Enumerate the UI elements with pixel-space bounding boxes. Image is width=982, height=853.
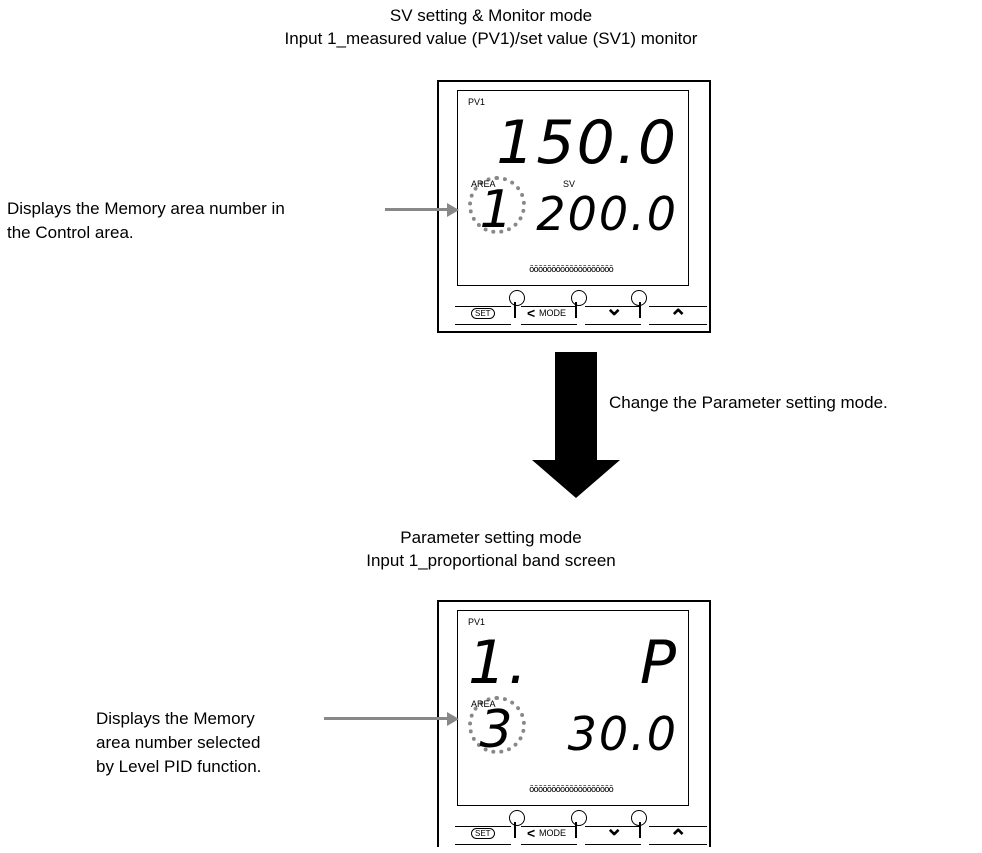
mode-shift-key[interactable]: < MODE (521, 825, 577, 853)
controller-panel-bottom: PV1 1. P AREA 3 30.0 ōōōōōōōōōōōōōōōōōōō… (437, 600, 711, 850)
area-highlight-ring (468, 176, 526, 234)
key-separator (514, 822, 516, 838)
transition-text: Change the Parameter setting mode. (609, 393, 888, 412)
pv1-label: PV1 (468, 617, 486, 627)
transition-arrow-head (532, 460, 620, 498)
key-base-line (455, 324, 511, 325)
mode-key-label: MODE (539, 828, 566, 838)
up-key[interactable]: ⌃ (649, 825, 707, 853)
key-separator (575, 302, 577, 318)
bottom-mode-title: Parameter setting mode (400, 528, 582, 547)
left-shift-icon: < (527, 825, 536, 841)
lcd-display-top: PV1 150.0 AREA 1 SV 200.0 ōōōōōōōōōōōōōō… (457, 90, 689, 286)
area-label: AREA (471, 699, 496, 709)
up-key[interactable]: ⌃ (649, 305, 707, 333)
top-pointer-arrowhead (447, 203, 459, 217)
key-separator (639, 822, 641, 838)
indicator-lamp-1 (509, 290, 525, 306)
area-highlight-ring (468, 696, 526, 754)
key-base-line (521, 324, 577, 325)
chevron-up-icon: ⌃ (669, 825, 688, 850)
key-separator (514, 302, 516, 318)
left-shift-icon: < (527, 305, 536, 321)
key-base-line (585, 844, 641, 845)
indicator-lamp-1 (509, 810, 525, 826)
mode-shift-key[interactable]: < MODE (521, 305, 577, 333)
bottom-pointer-line (324, 717, 447, 720)
parameter-symbol: P (639, 628, 678, 698)
lcd-display-bottom: PV1 1. P AREA 3 30.0 ōōōōōōōōōōōōōōōōōōō (457, 610, 689, 806)
top-note-line1: Displays the Memory area number in (7, 199, 285, 218)
set-key[interactable]: SET (455, 826, 511, 853)
chevron-up-icon: ⌃ (669, 305, 688, 330)
top-mode-title: SV setting & Monitor mode (389, 6, 593, 25)
set-key-label: SET (471, 308, 495, 319)
key-base-line (649, 324, 707, 325)
chevron-down-icon: ⌄ (605, 815, 624, 840)
area-label: AREA (471, 179, 496, 189)
area-number: 3 (479, 700, 513, 760)
indicator-lamp-2 (571, 290, 587, 306)
bottom-note-line3: by Level PID function. (96, 757, 262, 776)
bargraph: ōōōōōōōōōōōōōōōōōōō (529, 785, 614, 795)
key-separator (639, 302, 641, 318)
bottom-pointer-arrowhead (447, 712, 459, 726)
chevron-down-icon: ⌄ (605, 295, 624, 320)
bottom-note-line1: Displays the Memory (96, 709, 255, 728)
down-key[interactable]: ⌄ (585, 815, 641, 853)
down-key[interactable]: ⌄ (585, 295, 641, 333)
key-base-line (585, 324, 641, 325)
key-base-line (521, 844, 577, 845)
pv-value: 150.0 (496, 108, 678, 178)
indicator-lamp-2 (571, 810, 587, 826)
set-key[interactable]: SET (455, 306, 511, 333)
pv1-label: PV1 (468, 97, 486, 107)
sv-value: 200.0 (536, 187, 678, 241)
top-screen-title: Input 1_measured value (PV1)/set value (… (284, 29, 698, 48)
top-note-line2: the Control area. (7, 223, 134, 242)
bargraph: ōōōōōōōōōōōōōōōōōōō (529, 265, 614, 275)
key-base-line (649, 844, 707, 845)
area-number: 1 (479, 180, 513, 240)
key-separator (575, 822, 577, 838)
bottom-note-line2: area number selected (96, 733, 261, 752)
parameter-prefix: 1. (468, 628, 530, 698)
set-key-label: SET (471, 828, 495, 839)
key-base-line (455, 844, 511, 845)
top-pointer-line (385, 208, 447, 211)
proportional-band-value: 30.0 (567, 707, 678, 761)
sv-label: SV (563, 179, 576, 189)
mode-key-label: MODE (539, 308, 566, 318)
controller-panel-top: PV1 150.0 AREA 1 SV 200.0 ōōōōōōōōōōōōōō… (437, 80, 711, 333)
bottom-screen-title: Input 1_proportional band screen (366, 551, 616, 570)
transition-arrow-shaft (555, 352, 597, 460)
